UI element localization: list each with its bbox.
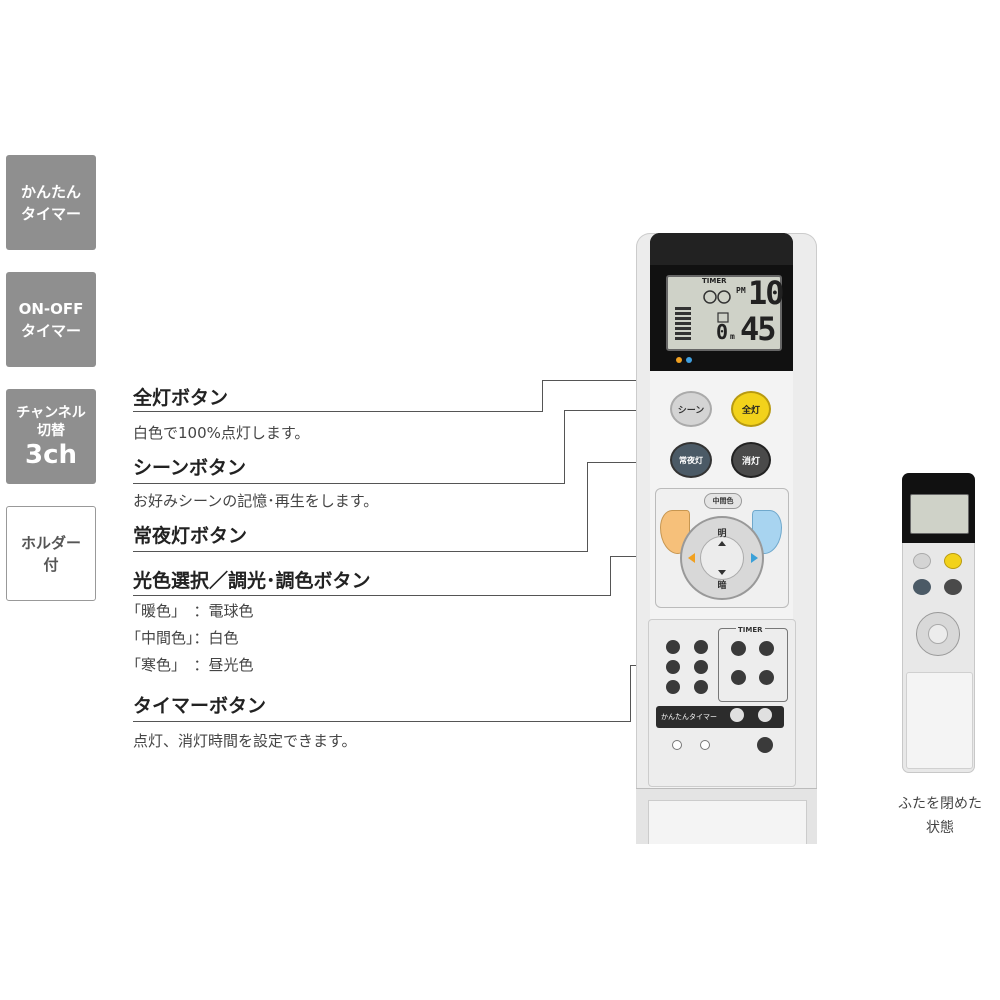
easy-timer-label: かんたんタイマー xyxy=(661,713,717,721)
small-remote-lid xyxy=(906,672,973,769)
lcd-sub: 0 xyxy=(716,320,729,344)
status-led-blue xyxy=(686,357,692,363)
lcd-segments xyxy=(675,290,731,340)
night-connector-h xyxy=(587,462,670,463)
color-row-cool: 「寒色」 ：昼光色 xyxy=(126,656,254,674)
timer-connector xyxy=(133,721,631,722)
full-light-connector xyxy=(133,411,543,412)
full-light-button[interactable]: 全灯 xyxy=(731,391,771,427)
channel-switch-badge: チャンネル 切替 3ch xyxy=(6,389,96,484)
scene-title: シーンボタン xyxy=(133,457,247,479)
timer-desc: 点灯、消灯時間を設定できます。 xyxy=(133,732,357,750)
lcd-timer-label: TIMER xyxy=(702,277,727,285)
scene-connector-h xyxy=(564,410,672,411)
channel-button-3[interactable] xyxy=(666,660,680,674)
night-connector-v xyxy=(587,462,588,552)
color-title: 光色選択／調光･調色ボタン xyxy=(133,570,371,592)
middle-color-button[interactable]: 中間色 xyxy=(704,493,742,509)
remote-lid-edge xyxy=(648,800,807,844)
night-connector xyxy=(133,551,588,552)
closed-lid-caption: ふたを閉めた 状態 xyxy=(898,796,982,836)
full-light-desc: 白色で100%点灯します。 xyxy=(133,424,310,442)
small-remote-lcd xyxy=(910,494,969,534)
scene-desc: お好みシーンの記憶･再生をします。 xyxy=(133,492,379,510)
color-row-warm: 「暖色」 ：電球色 xyxy=(126,602,254,620)
timer-cancel-button[interactable] xyxy=(757,737,773,753)
lcd-sub-unit: m xyxy=(730,332,735,341)
lcd-hour: 10 xyxy=(748,274,785,312)
arrow-right-icon[interactable] xyxy=(751,553,758,563)
channel-switch-small-2[interactable] xyxy=(700,740,710,750)
lcd-minute: 45 xyxy=(740,310,777,348)
timer-group-label: TIMER xyxy=(736,626,765,634)
small-night-button xyxy=(913,579,931,595)
channel-button-5[interactable] xyxy=(666,680,680,694)
small-full-button xyxy=(944,553,962,569)
timer-title: タイマーボタン xyxy=(133,695,267,717)
easy-timer-on-button[interactable] xyxy=(730,708,744,722)
easy-timer-off-button[interactable] xyxy=(758,708,772,722)
timer-hour-button[interactable] xyxy=(731,670,746,685)
timer-off-button[interactable] xyxy=(759,641,774,656)
full-light-title: 全灯ボタン xyxy=(133,387,229,409)
channel-button-2[interactable] xyxy=(694,640,708,654)
timer-group-frame xyxy=(718,628,788,702)
lcd-pm: PM xyxy=(736,286,746,295)
status-led-orange xyxy=(676,357,682,363)
holder-badge: ホルダー 付 xyxy=(6,506,96,601)
channel-button-4[interactable] xyxy=(694,660,708,674)
channel-button-6[interactable] xyxy=(694,680,708,694)
night-light-button[interactable]: 常夜灯 xyxy=(670,442,712,478)
arrow-up-icon xyxy=(718,541,726,546)
lcd-screen xyxy=(666,275,782,351)
easy-timer-badge: かんたん タイマー xyxy=(6,155,96,250)
color-connector xyxy=(133,595,611,596)
timer-connector-v xyxy=(630,665,631,722)
color-row-middle: 「中間色」：白色 xyxy=(126,629,239,647)
easy-timer-bar xyxy=(656,706,784,728)
small-dpad-center xyxy=(928,624,948,644)
on-off-timer-badge: ON-OFF タイマー xyxy=(6,272,96,367)
scene-button[interactable]: シーン xyxy=(670,391,712,427)
timer-on-button[interactable] xyxy=(731,641,746,656)
color-connector-v xyxy=(610,556,611,596)
brighten-button[interactable]: 明 xyxy=(717,528,727,539)
off-button[interactable]: 消灯 xyxy=(731,442,771,478)
small-off-button xyxy=(944,579,962,595)
scene-connector-v xyxy=(564,410,565,484)
arrow-left-icon[interactable] xyxy=(688,553,695,563)
darken-button[interactable]: 暗 xyxy=(717,580,727,591)
scene-connector xyxy=(133,483,565,484)
full-light-connector-v xyxy=(542,380,543,412)
channel-button-1[interactable] xyxy=(666,640,680,654)
small-scene-button xyxy=(913,553,931,569)
timer-minute-button[interactable] xyxy=(759,670,774,685)
night-light-title: 常夜灯ボタン xyxy=(133,525,248,547)
arrow-down-icon xyxy=(718,570,726,575)
channel-switch-small-1[interactable] xyxy=(672,740,682,750)
remote-ir-window xyxy=(650,233,793,265)
